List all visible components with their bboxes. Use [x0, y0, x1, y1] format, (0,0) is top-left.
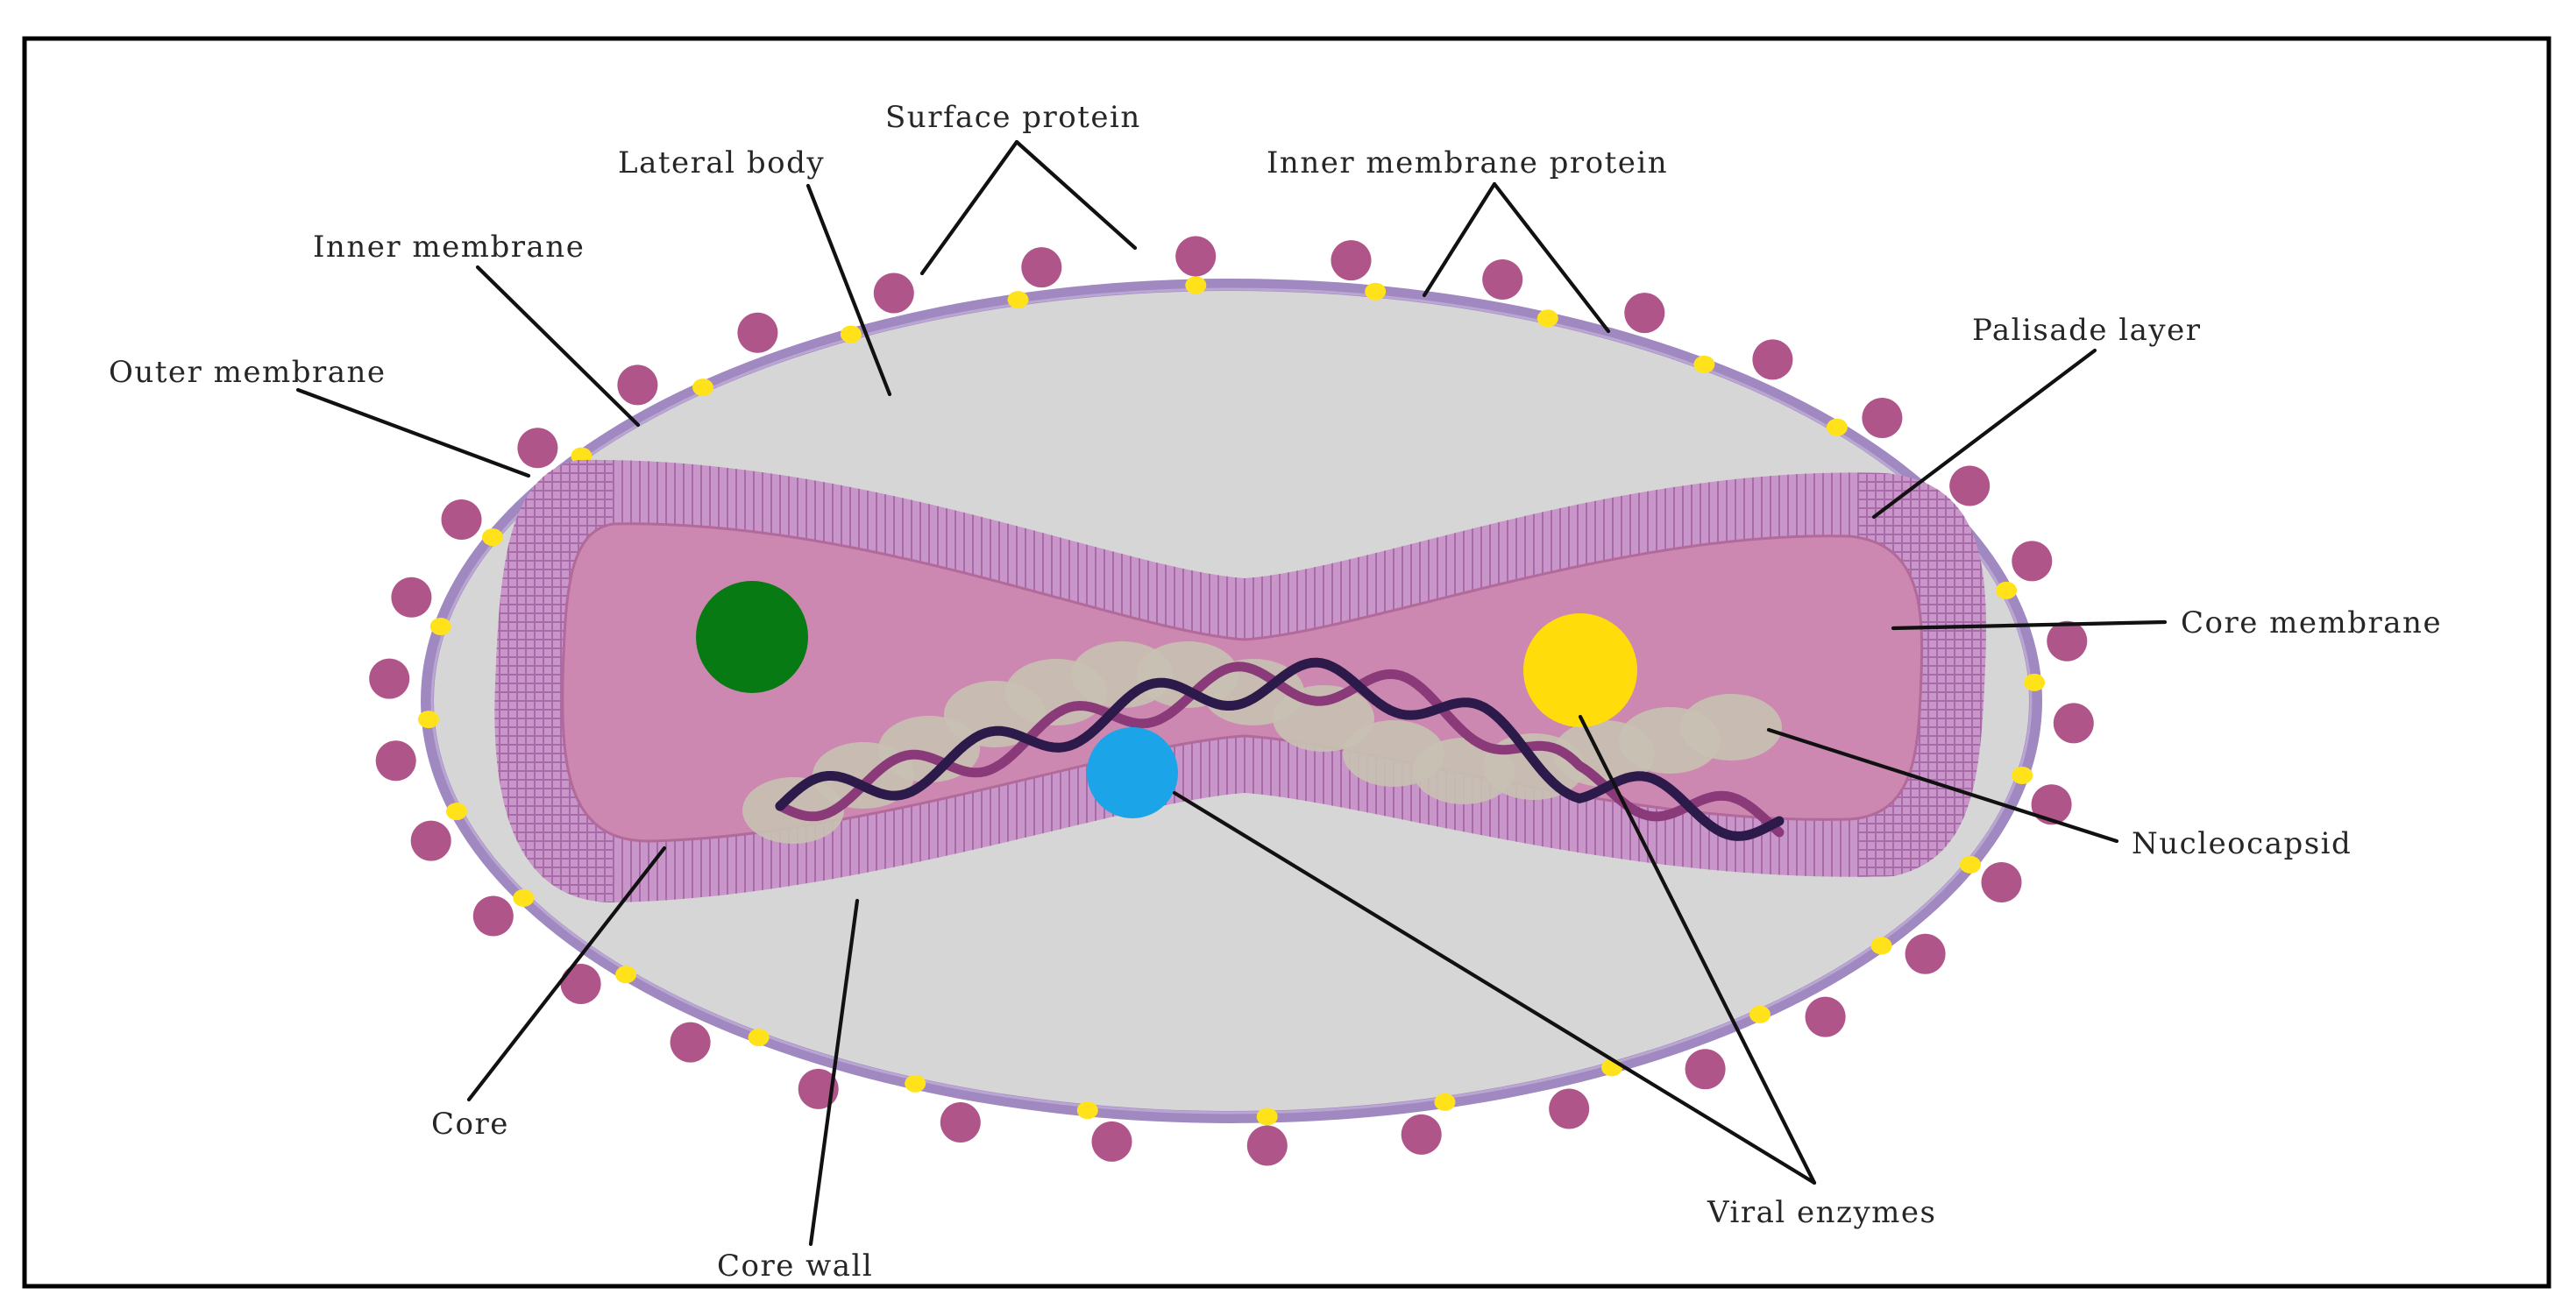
inner-membrane-protein-dot [2024, 673, 2046, 691]
inner-membrane-protein-dot [1007, 291, 1029, 309]
viral-enzyme-green [696, 581, 808, 693]
inner-membrane-protein-dot [445, 803, 467, 821]
label-inner-membrane-protein: Inner membrane protein [1267, 145, 1668, 180]
nucleocapsid-bead [1680, 694, 1782, 761]
labels: Surface protein Lateral body Inner membr… [109, 100, 2442, 1284]
label-palisade-layer: Palisade layer [1972, 313, 2202, 348]
inner-membrane-protein-dot [1826, 418, 1848, 436]
nucleocapsid-bead [1273, 685, 1374, 752]
label-core: Core [431, 1107, 509, 1142]
surface-protein-knob [1091, 1121, 1132, 1162]
surface-protein-knob [1246, 1125, 1288, 1166]
surface-protein-knob [410, 820, 451, 861]
inner-membrane-protein-dot [1749, 1005, 1771, 1023]
leader-core-membrane [1891, 619, 2168, 631]
surface-protein-knob [1752, 339, 1793, 380]
leader-palisade-layer [1871, 348, 2097, 520]
leader-surface-protein-right [1014, 139, 1138, 251]
surface-protein-knob [1905, 933, 1946, 974]
leader-outer-membrane [295, 387, 531, 478]
inner-membrane-protein-dot [1365, 282, 1387, 301]
surface-protein-knob [798, 1068, 839, 1109]
leader-lateral-body [805, 183, 892, 397]
inner-membrane-protein-dot [840, 325, 862, 343]
surface-protein-knob [1401, 1114, 1442, 1155]
surface-protein-knob [1685, 1049, 1726, 1090]
inner-membrane-protein-dot [513, 888, 535, 907]
inner-membrane-protein-dot [1536, 309, 1558, 328]
label-core-membrane: Core membrane [2181, 605, 2442, 640]
surface-protein-knob [369, 658, 410, 699]
viral-enzyme-blue [1087, 727, 1178, 818]
leader-viral-enzymes-yellow [1578, 714, 1817, 1185]
surface-protein-knob [617, 364, 658, 406]
leader-inner-membrane-protein-right [1492, 181, 1611, 334]
inner-membrane-proteins [417, 276, 2046, 1126]
surface-protein-knob [670, 1022, 711, 1063]
viral-enzyme-yellow [1523, 613, 1637, 727]
leader-surface-protein-left [919, 139, 1019, 276]
label-viral-enzymes: Viral enzymes [1707, 1195, 1936, 1230]
surface-protein-knob [1981, 862, 2022, 902]
surface-protein-knob [1175, 236, 1217, 277]
surface-protein-knob [2053, 703, 2094, 744]
surface-protein-knob [560, 964, 601, 1004]
surface-protein-knob [873, 272, 914, 314]
leader-nucleocapsid [1766, 727, 2119, 844]
inner-membrane-protein-dot [1076, 1101, 1098, 1120]
surface-protein-knob [2012, 541, 2053, 582]
inner-membrane-protein-dot [429, 618, 451, 635]
surface-protein-knob [375, 740, 416, 782]
inner-membrane [430, 287, 2033, 1114]
surface-protein-knob [1805, 996, 1846, 1037]
inner-membrane-protein-dot [1434, 1093, 1456, 1111]
surface-protein-knob [441, 499, 482, 540]
inner-membrane-protein-dot [692, 379, 713, 397]
leader-core-wall [808, 898, 860, 1247]
inner-membrane-protein-dot [1185, 276, 1207, 294]
inner-membrane-protein-dot [1960, 855, 1981, 874]
label-lateral-body: Lateral body [618, 145, 825, 180]
inner-membrane-protein-dot [615, 966, 637, 984]
label-core-wall: Core wall [717, 1249, 873, 1284]
surface-protein-knob [1331, 240, 1372, 281]
surface-protein-knob [1482, 259, 1523, 300]
surface-protein-knob [1949, 465, 1991, 506]
surface-protein-knob [1021, 247, 1062, 288]
surface-protein-knob [737, 312, 778, 353]
inner-membrane-protein-dot [417, 711, 439, 729]
label-outer-membrane: Outer membrane [109, 355, 387, 390]
inner-membrane-protein-dot [1870, 937, 1892, 955]
inner-membrane-protein-dot [1996, 581, 2018, 599]
surface-protein-knob [1549, 1088, 1590, 1129]
inner-membrane-protein-dot [482, 528, 503, 547]
surface-protein-knob [1624, 293, 1665, 334]
surface-protein-knob [1862, 398, 1903, 438]
leader-core [466, 845, 667, 1102]
inner-membrane-protein-dot [905, 1074, 926, 1093]
surface-protein-knob [2031, 784, 2072, 825]
leader-inner-membrane-protein-left [1422, 181, 1497, 298]
leader-lines [295, 139, 2168, 1247]
label-inner-membrane: Inner membrane [313, 230, 585, 265]
surface-protein-knob [472, 895, 514, 937]
label-surface-protein: Surface protein [885, 100, 1141, 135]
inner-membrane-protein-dot [748, 1029, 770, 1047]
surface-proteins [369, 236, 2094, 1166]
label-nucleocapsid: Nucleocapsid [2132, 826, 2352, 861]
leader-inner-membrane [475, 265, 641, 428]
surface-protein-knob [517, 428, 558, 469]
inner-membrane-protein-dot [1693, 355, 1715, 373]
inner-membrane-protein-dot [2012, 767, 2033, 784]
surface-protein-knob [2047, 620, 2088, 662]
surface-protein-knob [940, 1102, 981, 1143]
surface-protein-knob [391, 577, 432, 618]
inner-membrane-protein-dot [1256, 1107, 1278, 1126]
leader-viral-enzymes-blue [1172, 790, 1817, 1185]
